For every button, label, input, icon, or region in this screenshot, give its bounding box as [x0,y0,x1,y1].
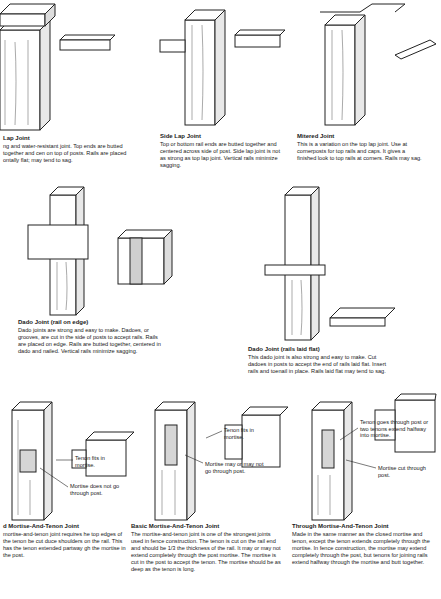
callout-text: Mortise may or may not go through post. [205,461,271,474]
joint-description: Top or bottom rail ends are butted toget… [160,141,285,169]
joint-description: This dado joint is also strong and easy … [248,354,396,375]
joint-heading: Side Lap Joint [160,133,285,140]
joint-description: This is a variation on the top lap joint… [297,141,425,162]
joint-heading: Mitered Joint [297,133,425,140]
callout-text: Mortise does not go through post. [70,483,132,496]
callout-text: Tenon fits in mortise. [75,455,125,468]
joint-heading: Basic Mortise-And-Tenon Joint [131,523,281,530]
callout-text: Tenon fits in mortise. [224,427,274,440]
joint-description: Made in the same manner as the closed mo… [292,531,438,566]
callout-text: Tenon goes through post or two tenons ex… [360,419,436,439]
joint-description: The mortise-and-tenon joint is one of th… [131,531,281,573]
joint-description: mortise-and-tenon joint requires he top … [3,531,127,559]
joint-heading: d Mortise-And-Tenon Joint [3,523,127,530]
joint-heading: Through Mortise-And-Tenon Joint [292,523,438,530]
joint-heading: Lap Joint [3,135,133,142]
callout-text: Mortise cut through post. [378,465,433,478]
joint-heading: Dado Joint (rail on edge) [18,319,166,326]
joint-description: Dado joints are strong and easy to make.… [18,327,166,355]
joint-description: ng and water-resistant joint. Top ends a… [3,143,133,164]
joint-heading: Dado Joint (rails laid flat) [248,346,396,353]
